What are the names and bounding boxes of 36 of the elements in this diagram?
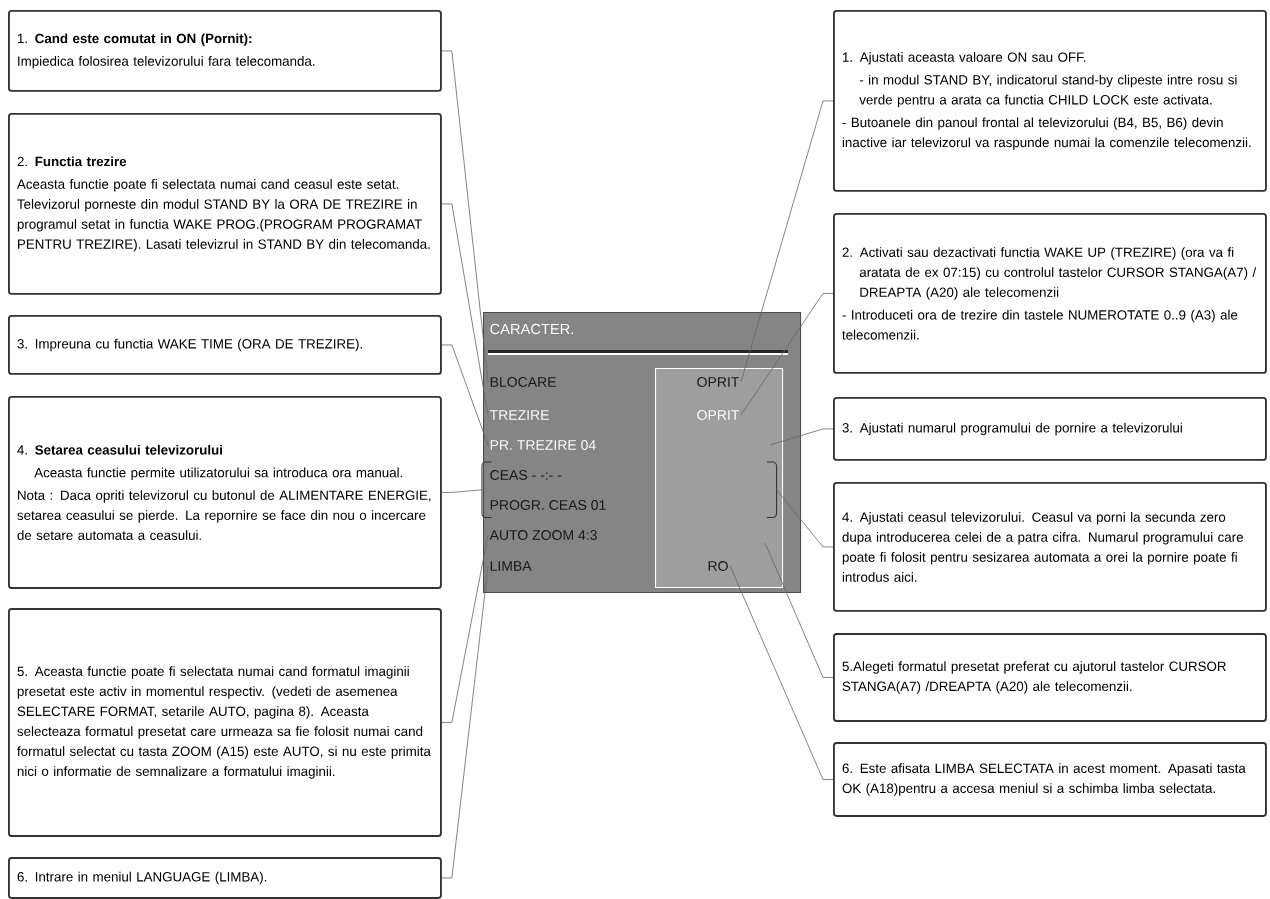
leader-line: [769, 428, 834, 446]
menu-item: PROGR. CEAS 01: [490, 500, 606, 510]
leader-line: [740, 293, 834, 416]
note-box: 6. Este afisata LIMBA SELECTATA in acest moment. Apasati tasta OK (A18)pentru a accesa meniul si a schimba limba selectata.: [833, 742, 1267, 817]
menu-item: BLOCARE: [490, 377, 556, 387]
leader-line: [441, 50, 489, 383]
bracket: [766, 461, 778, 519]
leader-line: [764, 542, 834, 678]
note-box: 3. Ajustati numarul programului de pornire a televizorului: [833, 397, 1267, 461]
leader-line: [740, 100, 834, 383]
leader-line: [441, 534, 489, 723]
note-box: 3. Impreuna cu functia WAKE TIME (ORA DE TREZIRE).: [8, 315, 442, 375]
note-box: 4. Setarea ceasului televizorului Aceasta functie permite utilizatorului sa introduca ora manual. Nota : Daca opriti televizorul cu butonul de ALIMENTARE ENERGIE, setarea ceasului se pierde. La repornire se face din nou o incercare de setare automata a ceasului.: [8, 396, 442, 589]
note-box: 2. Functia trezire Aceasta functie poate fi selectata numai cand ceasul este setat. Televizorul porneste din modul STAND BY la ORA DE TREZIRE in programul setat in functia WAKE PROG.(PROGRAM PROGRAMAT PENTRU TREZIRE). Lasati televizrul in STAND BY din telecomanda.: [8, 113, 442, 295]
menu-item: RO: [708, 561, 728, 571]
menu-item: PR. TREZIRE 04: [490, 440, 596, 450]
menu-item: TREZIRE: [489, 410, 549, 420]
note-box: 4. Ajustati ceasul televizorului. Ceasul va porni la secunda zero dupa introducerea celei de a patra cifra. Numarul programului care poate fi folosit pentru sesizarea automata a orei la pornire poate fi introdus aici.: [833, 482, 1267, 612]
menu-item: OPRIT: [697, 410, 740, 420]
value-panel: [655, 368, 784, 589]
menu-item: AUTO ZOOM 4:3: [489, 530, 597, 540]
leader-line: [441, 489, 483, 493]
leader-line: [441, 344, 489, 446]
leader-line: [441, 565, 489, 879]
note-box: 2. Activati sau dezactivati functia WAKE UP (TREZIRE) (ora va fi aratata de ex 07:15) cu controlul tastelor CURSOR STANGA(A7) / DREAPTA (A20) ale telecomenzii - Introduceti ora de trezire din tastele NUMEROTATE 0..9 (A3) ale telecomenzii.: [833, 213, 1267, 374]
leader-line: [441, 203, 489, 416]
menu-item: OPRIT: [697, 377, 740, 387]
leader-line: [776, 489, 834, 548]
note-box: 5.Alegeti formatul presetat preferat cu ajutorul tastelor CURSOR STANGA(A7) /DREAPTA (A20) ale telecomenzii.: [833, 633, 1267, 722]
leader-line: [729, 565, 834, 780]
note-box: 1. Ajustati aceasta valoare ON sau OFF. - in modul STAND BY, indicatorul stand-by clipeste intre rosu si verde pentru a arata ca functia CHILD LOCK este activata. - Butoanele din panoul frontal al televizorului (B4, B5, B6) devin inactive iar televizorul va raspunde numai la comenzile telecomenzii.: [833, 10, 1267, 192]
menu-item: CEAS - -:- -: [490, 470, 562, 480]
menu-item: LIMBA: [490, 561, 532, 571]
note-box: 5. Aceasta functie poate fi selectata numai cand formatul imaginii presetat este activ in momentul respectiv. (vedeti de asemenea SELECTARE FORMAT, setarile AUTO, pagina 8). Aceasta selecteaza formatul presetat care urmeaza sa fie folosit numai cand formatul selectat cu tasta ZOOM (A15) este AUTO, si nu este primita nici o informatie de semnalizare a formatului imaginii.: [8, 608, 442, 837]
note-box: 6. Intrare in meniul LANGUAGE (LIMBA).: [8, 857, 442, 899]
note-box: 1. Cand este comutat in ON (Pornit): Impiedica folosirea televizorului fara telecomanda.: [8, 10, 442, 92]
